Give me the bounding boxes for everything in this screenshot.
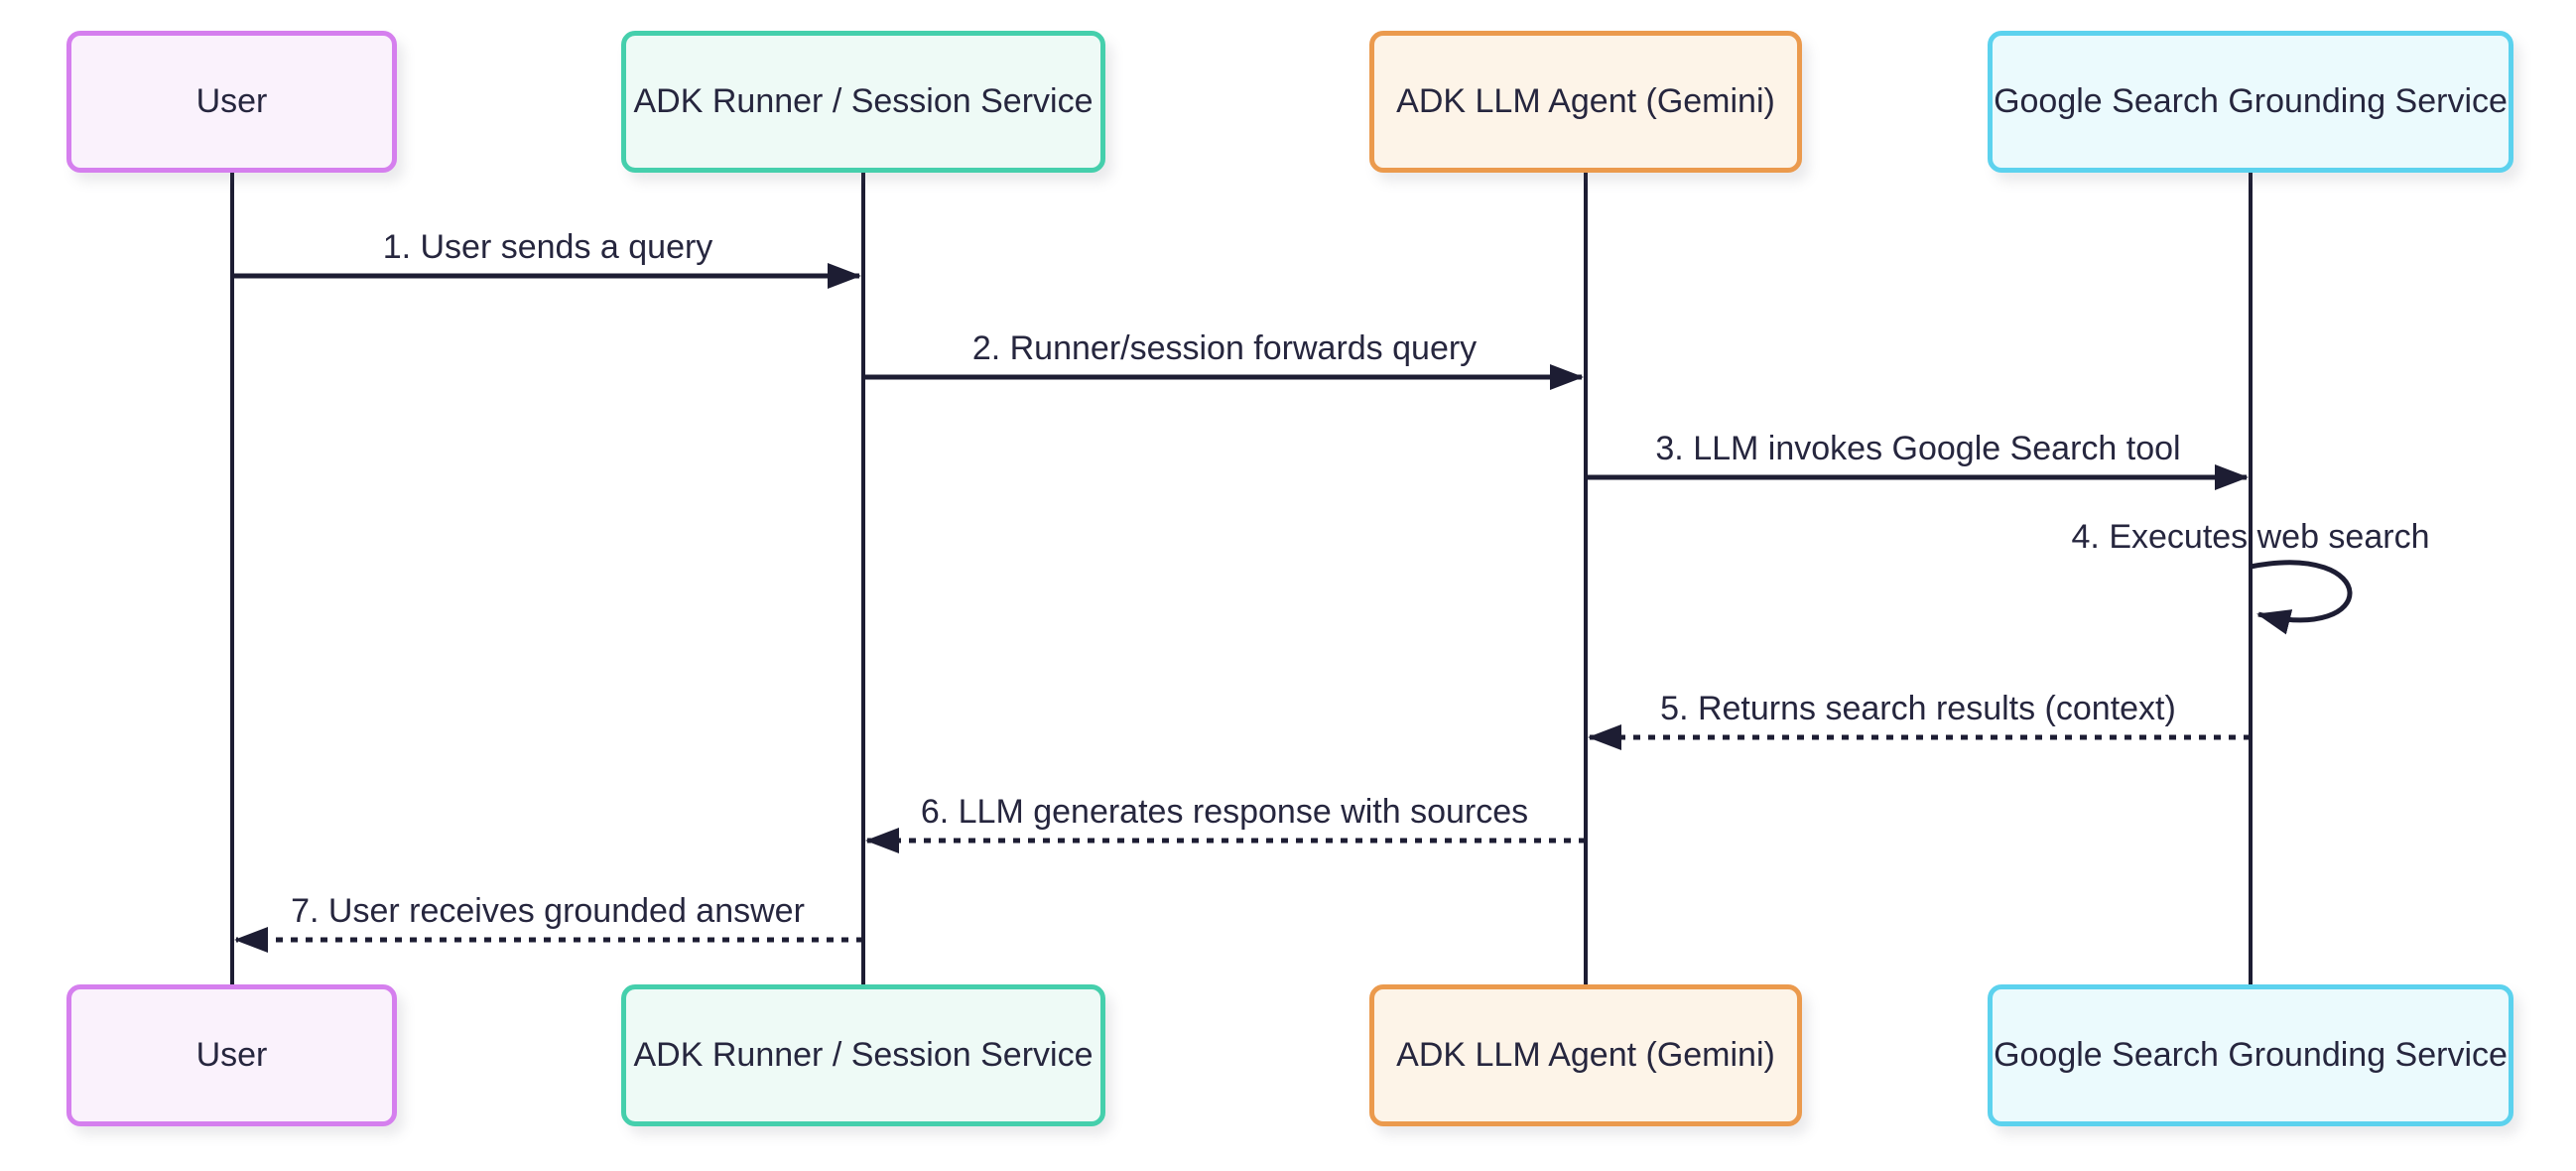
actor-box-adk-llm-agent-top: ADK LLM Agent (Gemini) bbox=[1369, 31, 1802, 173]
actor-box-adk-runner-top: ADK Runner / Session Service bbox=[621, 31, 1105, 173]
actor-label-user-bottom: User bbox=[195, 1036, 268, 1074]
actor-label-user-top: User bbox=[195, 82, 268, 120]
actor-box-adk-runner-bottom: ADK Runner / Session Service bbox=[621, 984, 1105, 1126]
actor-box-google-search-top: Google Search Grounding Service bbox=[1988, 31, 2513, 173]
actor-label-adk-runner-bottom: ADK Runner / Session Service bbox=[633, 1036, 1094, 1074]
message-label-6: 6. LLM generates response with sources bbox=[920, 793, 1529, 831]
actor-label-google-search-bottom: Google Search Grounding Service bbox=[1994, 1036, 2508, 1074]
message-label-5: 5. Returns search results (context) bbox=[1660, 690, 2176, 727]
actor-label-adk-llm-agent-bottom: ADK LLM Agent (Gemini) bbox=[1396, 1036, 1775, 1074]
message-label-1: 1. User sends a query bbox=[382, 228, 713, 266]
message-label-3: 3. LLM invokes Google Search tool bbox=[1655, 430, 2181, 467]
actor-box-user-bottom: User bbox=[66, 984, 397, 1126]
actor-label-google-search-top: Google Search Grounding Service bbox=[1994, 82, 2508, 120]
message-label-2: 2. Runner/session forwards query bbox=[971, 329, 1478, 367]
message-label-7: 7. User receives grounded answer bbox=[291, 892, 805, 930]
actor-label-adk-llm-agent-top: ADK LLM Agent (Gemini) bbox=[1396, 82, 1775, 120]
actor-label-adk-runner-top: ADK Runner / Session Service bbox=[633, 82, 1094, 120]
message-label-4: 4. Executes web search bbox=[2071, 518, 2430, 556]
actor-box-google-search-bottom: Google Search Grounding Service bbox=[1988, 984, 2513, 1126]
actor-box-adk-llm-agent-bottom: ADK LLM Agent (Gemini) bbox=[1369, 984, 1802, 1126]
message-self-loop-arrow-4 bbox=[2250, 560, 2353, 635]
actor-box-user-top: User bbox=[66, 31, 397, 173]
